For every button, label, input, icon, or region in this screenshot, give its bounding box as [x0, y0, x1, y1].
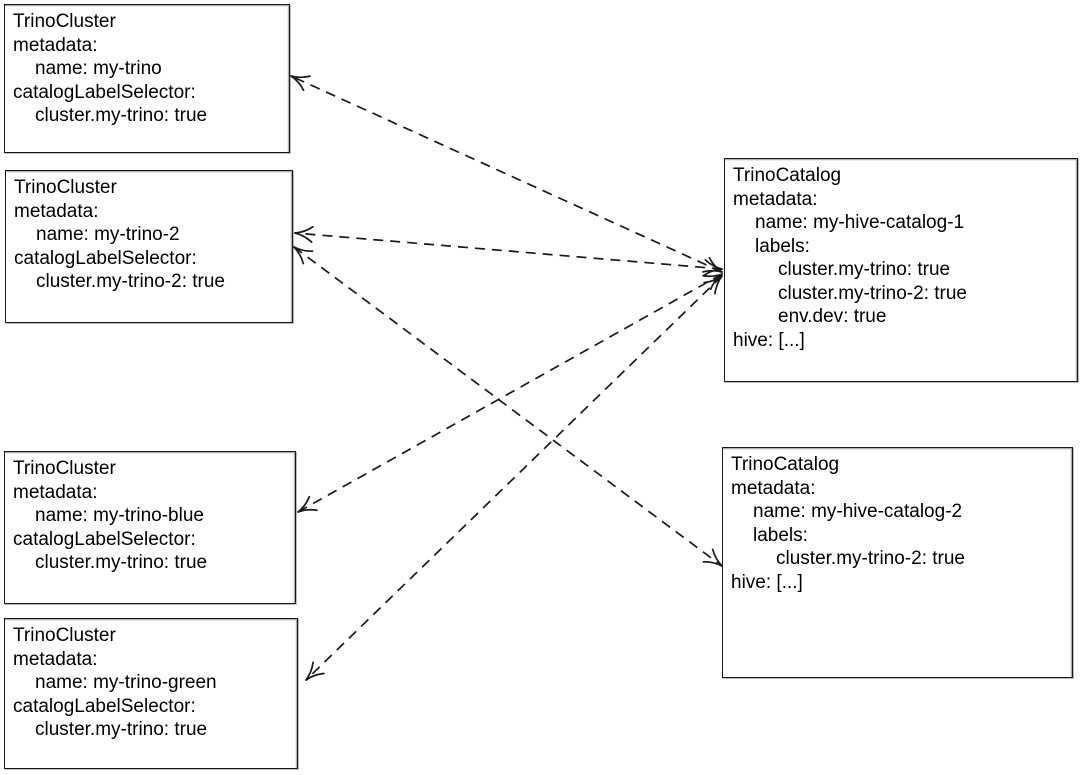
box-line: hive: [...]: [731, 571, 803, 593]
arrowhead: [293, 246, 314, 253]
box-line: name: my-trino: [35, 58, 162, 79]
box-line: TrinoCluster: [13, 11, 116, 32]
arrowhead: [709, 273, 723, 291]
connection-line: [305, 275, 723, 681]
box-line: catalogLabelSelector:: [13, 81, 196, 103]
arrowhead: [708, 256, 723, 273]
arrowhead: [305, 672, 325, 681]
connection-trino-catalog-my-hive-catalog-1--trino-cluster-my-trino-2: [294, 225, 723, 277]
connection-trino-catalog-my-hive-catalog-1--trino-cluster-my-trino-green: [305, 275, 723, 681]
box-line: cluster.my-trino-2: true: [778, 282, 967, 304]
trino-cluster-box-my-trino-2: TrinoCluster metadata: name: my-trino-2 …: [5, 170, 293, 323]
box-line: name: my-trino-2: [36, 224, 180, 245]
box-line: env.dev: true: [778, 306, 887, 327]
connection-trino-catalog-my-hive-catalog-1--trino-cluster-my-trino: [290, 75, 723, 273]
arrowhead: [305, 661, 314, 681]
trino-cluster-box-my-trino-blue: TrinoCluster metadata: name: my-trino-bl…: [4, 451, 296, 604]
box-line: metadata:: [13, 34, 98, 56]
box-line: catalogLabelSelector:: [13, 695, 196, 717]
trino-cluster-box-my-trino: TrinoCluster metadata: name: my-trino ca…: [4, 4, 290, 153]
box-line: metadata:: [731, 477, 816, 499]
arrowhead: [703, 275, 723, 284]
connection-line: [294, 232, 723, 270]
box-line: cluster.my-trino: true: [35, 719, 208, 740]
box-line: catalogLabelSelector:: [13, 528, 196, 550]
box-line: hive: [...]: [733, 329, 805, 351]
arrowhead: [714, 275, 723, 295]
box-line: metadata:: [13, 648, 98, 670]
connection-trino-cluster-my-trino-2--trino-catalog-my-hive-catalog-2: [293, 246, 723, 567]
box-line: name: my-hive-catalog-1: [755, 212, 965, 233]
arrowhead: [703, 268, 723, 277]
arrowhead: [297, 508, 318, 513]
arrowhead: [711, 548, 723, 567]
box-line: labels:: [755, 235, 810, 257]
connection-line: [297, 273, 723, 513]
box-line: cluster.my-trino: true: [35, 552, 208, 573]
box-line: metadata:: [13, 481, 98, 503]
box-line: cluster.my-trino-2: true: [776, 548, 965, 569]
box-line: cluster.my-trino-2: true: [36, 271, 225, 292]
arrowhead: [290, 75, 305, 92]
box-line: name: my-hive-catalog-2: [753, 501, 963, 522]
trino-catalog-box-my-hive-catalog-1: TrinoCatalog metadata: name: my-hive-cat…: [724, 158, 1078, 382]
box-line: catalogLabelSelector:: [14, 247, 197, 269]
arrowhead: [294, 225, 314, 234]
box-line: labels:: [753, 524, 808, 546]
box-line: name: my-trino-blue: [35, 505, 204, 526]
arrowhead: [290, 75, 311, 79]
box-line: name: my-trino-green: [35, 672, 217, 693]
connection-trino-catalog-my-hive-catalog-1--trino-cluster-my-trino-blue: [297, 273, 723, 513]
arrowhead: [702, 560, 723, 567]
box-line: TrinoCatalog: [733, 165, 842, 186]
arrowhead: [702, 269, 723, 273]
arrowhead: [297, 495, 311, 513]
trino-cluster-box-my-trino-green: TrinoCluster metadata: name: my-trino-gr…: [4, 618, 298, 769]
arrowhead: [294, 232, 313, 244]
arrowhead: [704, 258, 723, 270]
box-line: metadata:: [733, 188, 818, 210]
connection-line: [293, 246, 723, 567]
box-line: TrinoCluster: [13, 625, 116, 646]
box-line: TrinoCluster: [13, 458, 116, 479]
box-line: cluster.my-trino: true: [778, 259, 951, 280]
box-line: TrinoCatalog: [731, 454, 840, 475]
connection-line: [290, 75, 723, 273]
arrowhead: [293, 246, 305, 265]
arrowhead: [702, 273, 723, 278]
box-line: cluster.my-trino: true: [35, 105, 208, 126]
box-line: TrinoCluster: [14, 177, 117, 198]
trino-catalog-box-my-hive-catalog-2: TrinoCatalog metadata: name: my-hive-cat…: [722, 447, 1073, 678]
box-line: metadata:: [14, 200, 99, 222]
